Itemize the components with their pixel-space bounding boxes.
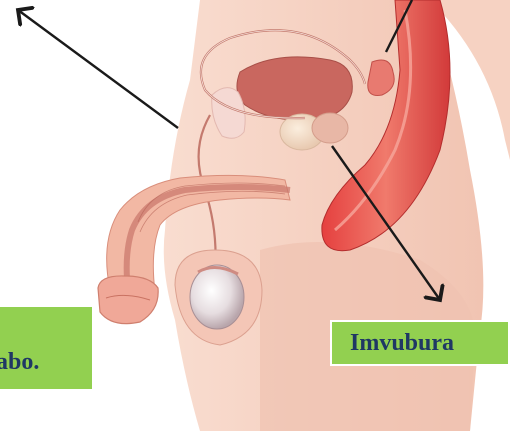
label-left: abo. [0, 307, 92, 389]
label-right: Imvubura [330, 320, 510, 366]
label-left-text: abo. [0, 349, 39, 376]
bladder [237, 57, 352, 120]
seminal-vesicle [368, 60, 394, 96]
label-right-text: Imvubura [350, 330, 454, 356]
arrow-upper-left-icon [18, 10, 178, 128]
prostate-lobe [312, 113, 348, 143]
